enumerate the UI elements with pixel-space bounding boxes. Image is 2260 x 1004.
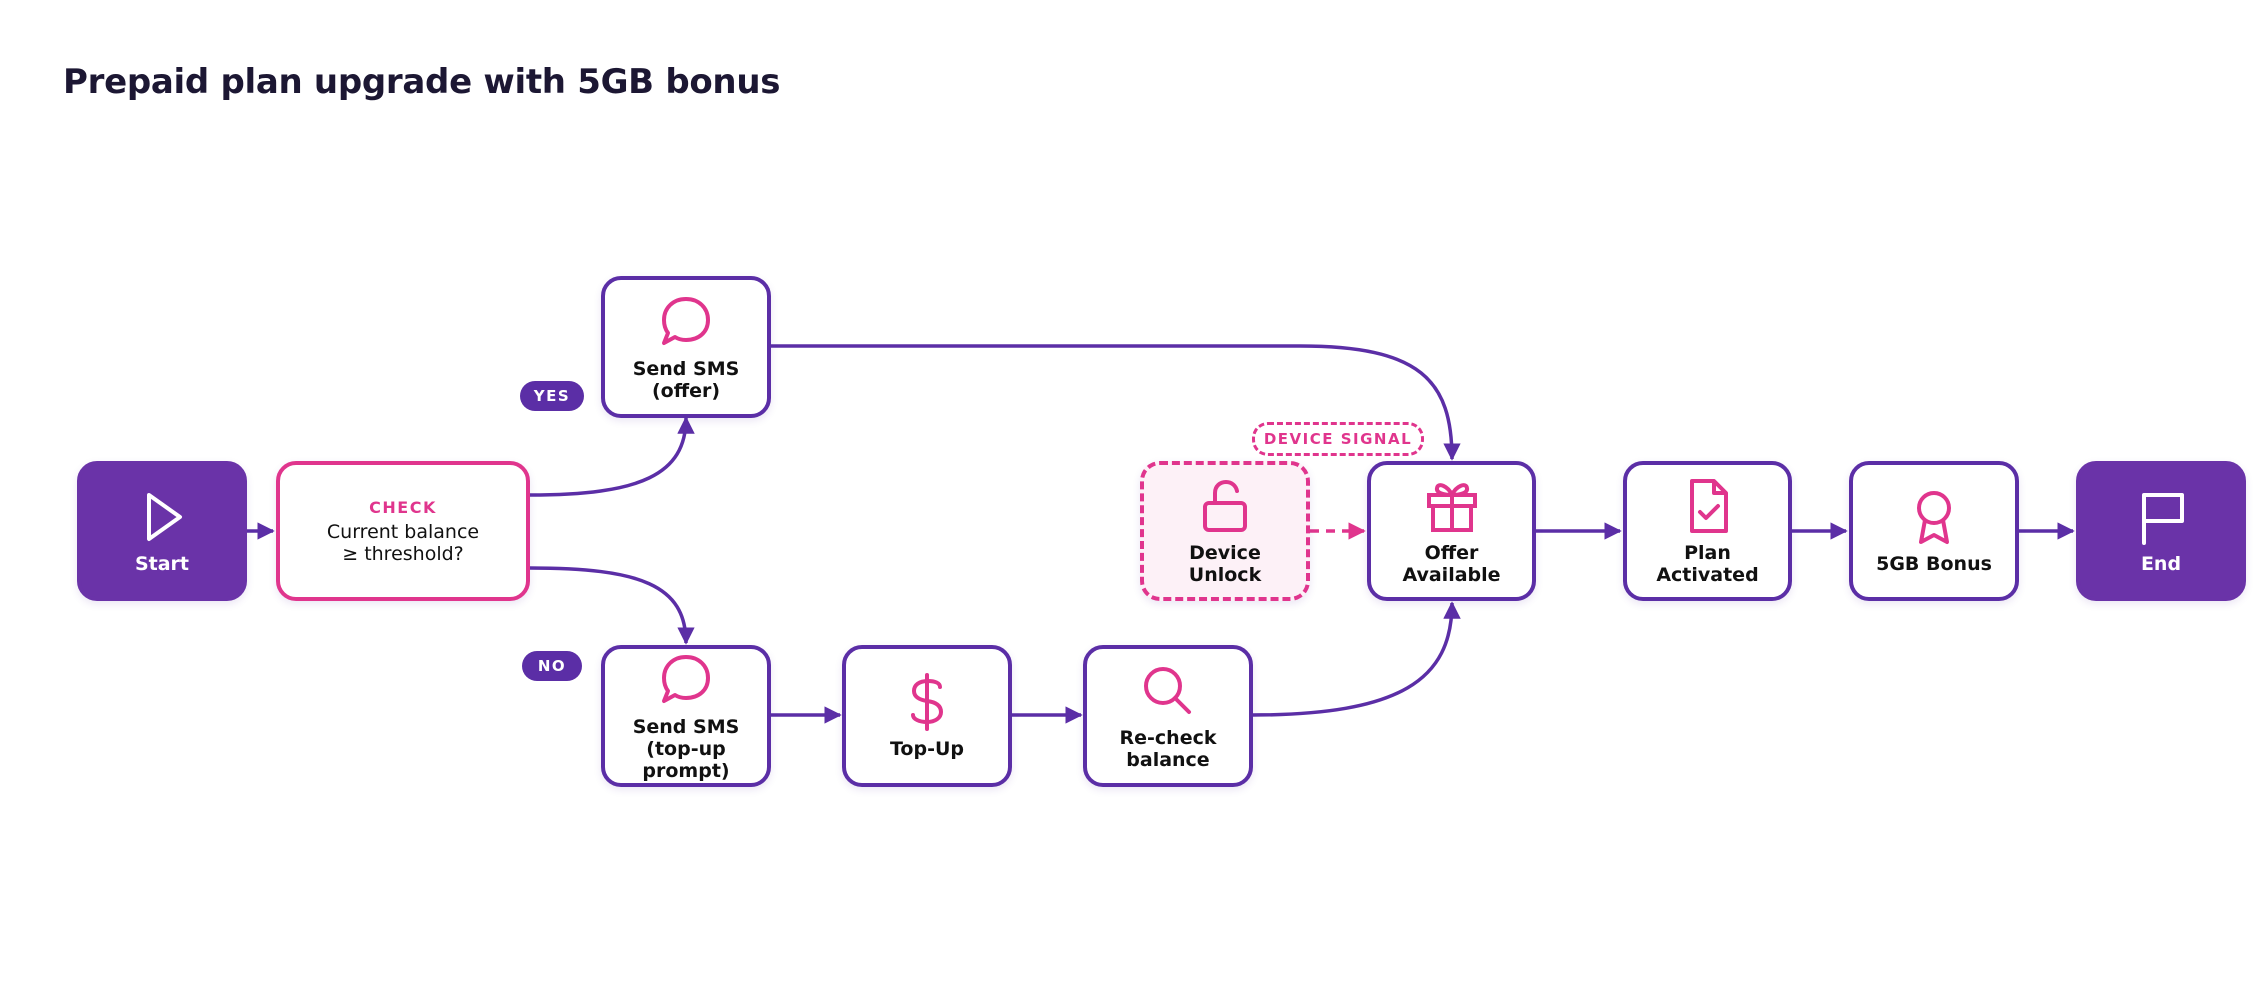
chat-bubble-icon xyxy=(662,655,710,703)
edge-recheck-offer xyxy=(1251,601,1461,717)
check-label: Current balance ≥ threshold? xyxy=(326,520,480,565)
device-unlock-label: Device Unlock xyxy=(1188,542,1262,586)
check-balance-node[interactable]: CHECK Current balance ≥ threshold? xyxy=(276,461,530,601)
end-label: End xyxy=(2140,553,2182,575)
check-kicker: CHECK xyxy=(369,497,437,517)
edge-check-sms-offer xyxy=(529,416,695,497)
chat-bubble-icon xyxy=(662,297,710,345)
bonus-node[interactable]: 5GB Bonus xyxy=(1849,461,2019,601)
device-unlock-node[interactable]: Device Unlock xyxy=(1140,461,1310,601)
no-branch-label: NO xyxy=(522,651,582,681)
plan-activated-node[interactable]: Plan Activated xyxy=(1623,461,1792,601)
edge-check-sms-topup xyxy=(529,566,695,645)
play-icon xyxy=(147,493,182,541)
edge-sms-offer-offer xyxy=(771,344,1461,461)
recheck-balance-label: Re-check balance xyxy=(1119,727,1217,771)
topup-label: Top-Up xyxy=(889,738,964,760)
device-signal-label: DEVICE SIGNAL xyxy=(1252,422,1424,456)
plan-activated-label: Plan Activated xyxy=(1656,542,1759,586)
send-sms-topup-node[interactable]: Send SMS (top-up prompt) xyxy=(601,645,771,787)
document-check-icon xyxy=(1689,479,1728,533)
bonus-label: 5GB Bonus xyxy=(1876,553,1992,575)
send-sms-offer-node[interactable]: Send SMS (offer) xyxy=(601,276,771,418)
page-title: Prepaid plan upgrade with 5GB bonus xyxy=(63,62,781,102)
start-label: Start xyxy=(134,553,190,575)
yes-branch-label: YES xyxy=(520,381,584,411)
end-node[interactable]: End xyxy=(2076,461,2246,601)
send-sms-offer-label: Send SMS (offer) xyxy=(632,358,740,402)
dollar-icon xyxy=(911,673,944,731)
search-icon xyxy=(1144,667,1191,714)
award-icon xyxy=(1917,491,1951,544)
start-node[interactable]: Start xyxy=(77,461,247,601)
topup-node[interactable]: Top-Up xyxy=(842,645,1012,787)
send-sms-topup-label: Send SMS (top-up prompt) xyxy=(632,716,740,782)
flag-icon xyxy=(2142,493,2184,545)
recheck-balance-node[interactable]: Re-check balance xyxy=(1083,645,1253,787)
unlock-icon xyxy=(1203,479,1247,532)
offer-available-node[interactable]: Offer Available xyxy=(1367,461,1536,601)
gift-icon xyxy=(1426,483,1477,532)
offer-available-label: Offer Available xyxy=(1402,542,1501,586)
